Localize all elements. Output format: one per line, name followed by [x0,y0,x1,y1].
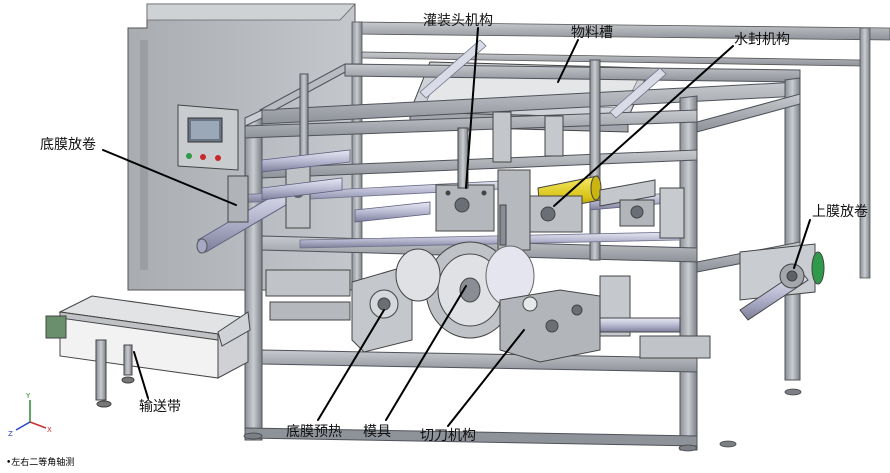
label-mold: 模具 [363,424,391,440]
red-indicator-icon [215,155,221,161]
top-film-unwind-roll [739,243,825,321]
axis-y-label: Y [25,392,31,400]
label-water-seal: 水封机构 [734,32,790,48]
leader-lines [102,27,811,427]
leader-bottom-film-preheat [317,309,385,421]
leader-bottom-film-unwind [102,149,237,206]
motor-icon [811,251,825,285]
leader-top-film-unwind [793,219,811,269]
label-bottom-film-preheat: 底膜预热 [286,424,342,440]
leader-water-seal [553,45,734,207]
control-panel [177,104,239,171]
leader-cutter [447,329,525,427]
leader-material-trough [557,39,579,83]
red-indicator-icon [200,154,206,160]
conveyor-motor-icon [45,315,67,339]
leader-conveyor [133,351,149,399]
axis-triad: Y X Z [8,392,52,438]
cutter-assembly [499,275,711,363]
conveyor-belt [45,295,251,408]
filling-head-assembly [435,111,564,251]
view-caption: •左右二等角轴测 [6,458,75,468]
machine-feet [243,388,802,452]
leader-filling-head [465,27,479,189]
label-material-trough: 物料槽 [571,25,613,41]
label-conveyor: 输送带 [139,399,181,415]
bottom-film-preheat-assembly [265,267,413,353]
water-seal-assembly [529,175,685,239]
axis-z-label: Z [8,430,13,438]
axis-x-label: X [47,426,52,434]
label-top-film-unwind: 上膜放卷 [812,204,868,220]
leader-mold [385,285,467,421]
green-indicator-icon [186,153,192,159]
label-bottom-film-unwind: 底膜放卷 [40,137,96,153]
label-filling-head: 灌装头机构 [423,13,493,29]
label-cutter: 切刀机构 [420,428,476,444]
